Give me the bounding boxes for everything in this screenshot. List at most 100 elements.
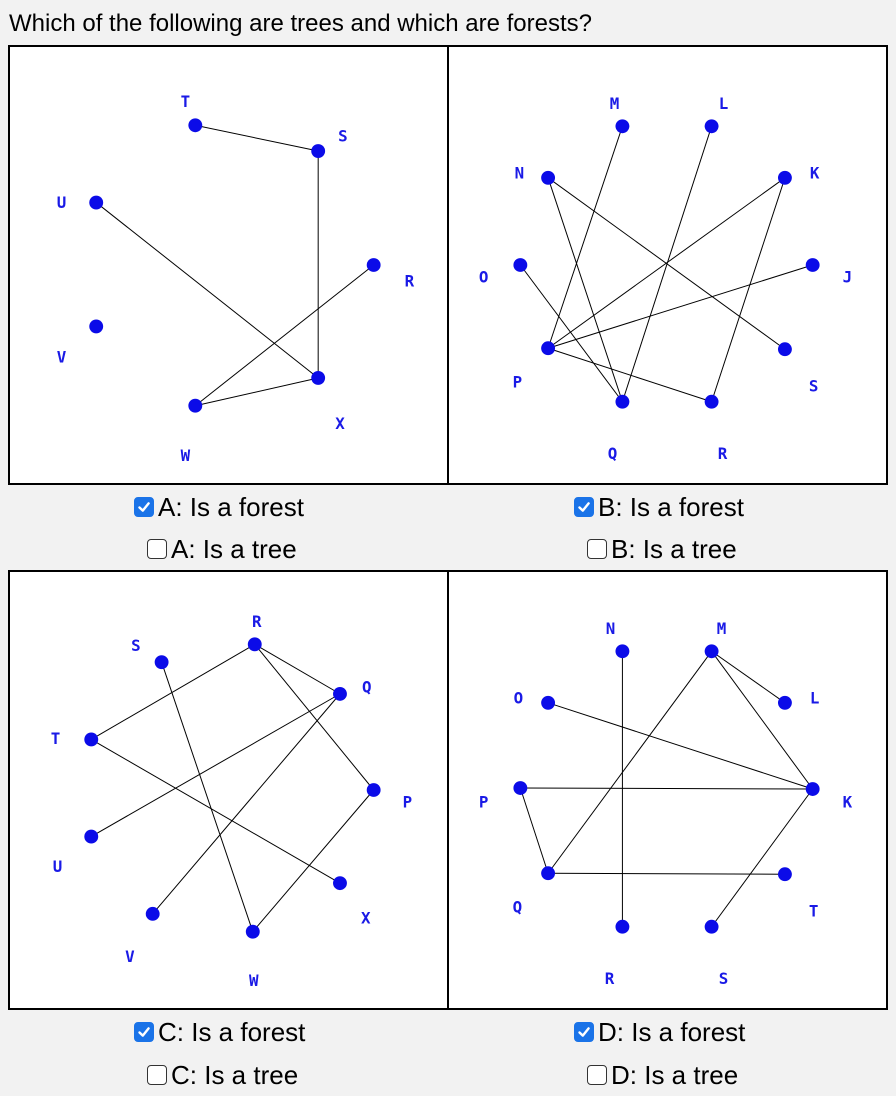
graph-a-node-label-t: T xyxy=(181,92,191,111)
checkbox[interactable] xyxy=(587,539,607,559)
checkbox[interactable] xyxy=(574,1022,594,1042)
graph-d-node-r xyxy=(615,919,630,934)
graph-a-edge-t-s xyxy=(195,124,319,152)
graph-c-node-label-q: Q xyxy=(362,677,372,696)
graph-c-node-u xyxy=(84,829,99,844)
graph-d-edge-p-k xyxy=(520,787,813,790)
graph-d-node-label-r: R xyxy=(605,969,615,988)
graph-b-node-label-k: K xyxy=(810,163,820,182)
graph-b-node-k xyxy=(777,170,792,185)
option-d-tree[interactable]: D: Is a tree xyxy=(587,1060,738,1090)
graph-c-edge-r-t xyxy=(91,643,256,740)
option-label: A: Is a forest xyxy=(158,491,304,522)
graph-c-node-label-u: U xyxy=(53,857,63,876)
graph-b-edge-k-p xyxy=(547,177,786,349)
option-label: C: Is a tree xyxy=(171,1059,299,1090)
graph-a-node-label-v: V xyxy=(57,348,67,367)
checkmark-icon xyxy=(578,502,590,512)
graph-a-node-s xyxy=(311,144,326,158)
graph-b-node-label-j: J xyxy=(843,267,853,286)
graph-c-node-x xyxy=(333,876,347,891)
graph-a-node-x xyxy=(311,371,326,385)
graph-b-node-label-o: O xyxy=(479,267,489,286)
graph-d-edge-m-l xyxy=(711,650,786,704)
graph-a-node-r xyxy=(366,258,381,272)
graph-d-node-k xyxy=(805,782,820,796)
graph-c-node-t xyxy=(84,732,99,747)
graph-c-edge-r-q xyxy=(254,643,341,695)
graph-a-node-v xyxy=(89,319,104,334)
graph-c-node-label-s: S xyxy=(131,636,141,655)
graph-b-node-label-p: P xyxy=(513,372,523,391)
option-a-forest[interactable]: A: Is a forest xyxy=(134,492,304,522)
checkmark-icon xyxy=(138,502,150,512)
question-text: Which of the following are trees and whi… xyxy=(9,10,592,37)
graph-c-node-v xyxy=(145,906,160,921)
checkbox[interactable] xyxy=(134,1022,154,1042)
checkmark-icon xyxy=(138,1027,150,1037)
graph-d-node-label-o: O xyxy=(514,688,524,707)
graph-b-edge-p-r xyxy=(547,347,712,403)
option-label: B: Is a forest xyxy=(598,491,744,522)
graph-b-node-q xyxy=(615,394,630,409)
option-c-tree[interactable]: C: Is a tree xyxy=(147,1060,298,1090)
graph-b-edge-k-r xyxy=(711,177,786,402)
graph-b-node-l xyxy=(704,119,719,134)
option-a-tree[interactable]: A: Is a tree xyxy=(147,534,297,564)
graph-c-edge-q-u xyxy=(91,693,341,838)
checkbox[interactable] xyxy=(574,497,594,517)
option-b-forest[interactable]: B: Is a forest xyxy=(574,492,744,522)
graph-b-node-o xyxy=(513,258,528,272)
graph-d-node-p xyxy=(513,781,528,795)
checkbox[interactable] xyxy=(147,1065,167,1085)
graph-b-node-label-r: R xyxy=(718,444,728,463)
checkbox[interactable] xyxy=(134,497,154,517)
graph-d-edge-q-t xyxy=(548,872,785,875)
graph-d-node-o xyxy=(541,695,556,710)
graph-c-node-label-p: P xyxy=(403,792,413,811)
graph-d-node-label-m: M xyxy=(717,619,727,638)
graph-b-node-p xyxy=(541,341,556,356)
graph-d-node-t xyxy=(777,867,792,882)
graph-c-edge-p-w xyxy=(252,789,375,933)
graph-b-edge-m-p xyxy=(547,126,623,349)
checkbox[interactable] xyxy=(587,1065,607,1085)
option-c-forest[interactable]: C: Is a forest xyxy=(134,1017,305,1047)
option-d-forest[interactable]: D: Is a forest xyxy=(574,1017,745,1047)
graph-c-node-label-t: T xyxy=(51,729,61,748)
graph-d-node-l xyxy=(777,695,792,710)
checkbox[interactable] xyxy=(147,539,167,559)
option-b-tree[interactable]: B: Is a tree xyxy=(587,534,737,564)
graph-a-node-label-r: R xyxy=(405,271,415,290)
graph-d-node-label-p: P xyxy=(479,792,489,811)
graph-b-node-j xyxy=(805,258,820,272)
graph-a-node-w xyxy=(188,398,203,413)
graph-b-node-r xyxy=(704,394,719,409)
graph-c-node-s xyxy=(154,655,169,670)
graph-c-edge-t-x xyxy=(91,739,341,884)
graph-b-node-n xyxy=(541,170,556,185)
graph-c-edge-s-w xyxy=(161,662,254,932)
graph-a-node-t xyxy=(188,118,203,133)
graph-b-edge-n-q xyxy=(547,177,623,402)
graph-d-edge-m-q xyxy=(547,650,712,874)
option-label: D: Is a forest xyxy=(598,1016,746,1047)
graph-d-node-label-s: S xyxy=(719,969,729,988)
graph-b-node-label-n: N xyxy=(515,163,525,182)
graph-c-node-label-w: W xyxy=(249,971,259,990)
option-label: D: Is a tree xyxy=(611,1059,739,1090)
graph-c-node-w xyxy=(245,924,260,939)
graph-b-node-label-l: L xyxy=(719,94,729,113)
checkmark-icon xyxy=(578,1027,590,1037)
graph-d-node-label-k: K xyxy=(843,792,853,811)
graph-d-node-m xyxy=(704,644,719,659)
graph-b-node-s xyxy=(777,342,792,357)
graph-a-edge-r-w xyxy=(194,264,374,407)
graph-b-node-label-s: S xyxy=(809,376,819,395)
graph-d-edge-m-k xyxy=(711,650,814,790)
graph-d-node-s xyxy=(704,919,719,934)
graph-c-node-q xyxy=(333,686,347,701)
